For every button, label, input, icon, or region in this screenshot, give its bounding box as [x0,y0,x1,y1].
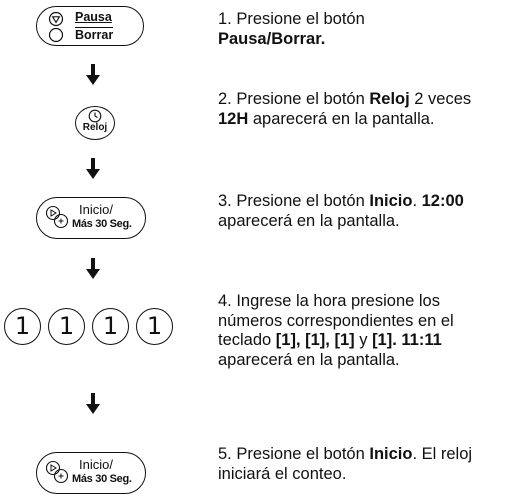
step-4: 4. Ingrese la hora presione los números … [218,292,454,369]
number-key-1[interactable]: 1 [92,308,129,345]
start-button[interactable]: Inicio/ Más 30 Seg. [36,197,146,239]
stop-icon [48,11,64,27]
plus30-label: Más 30 Seg. [72,218,132,230]
clock-button[interactable]: Reloj [75,106,115,140]
step-5: 5. Presione el botón Inicio. El reloj in… [218,445,473,483]
down-arrow-icon [86,393,100,414]
pause-label: Pausa [75,10,112,24]
start-icon [45,460,69,484]
start-label: Inicio/ [79,202,113,217]
step-1: 1. Presione el botón Pausa/Borrar. [218,10,365,48]
pause-clear-button[interactable]: Pausa Borrar [36,6,144,46]
start-label: Inicio/ [79,457,113,472]
clock-label: Reloj [82,122,108,133]
number-key-1[interactable]: 1 [4,308,41,345]
step-3: 3. Presione el botón Inicio. 12:00 apare… [218,192,464,230]
instruction-steps: 1. Presione el botón Pausa/Borrar. 2. Pr… [218,0,506,500]
down-arrow-icon [86,64,100,85]
step-2: 2. Presione el botón Reloj 2 veces 12H a… [218,90,472,128]
plus30-label: Más 30 Seg. [72,473,132,485]
clear-label: Borrar [75,27,114,42]
number-key-1[interactable]: 1 [48,308,85,345]
number-key-1[interactable]: 1 [136,308,173,345]
down-arrow-icon [86,258,100,279]
start-button[interactable]: Inicio/ Más 30 Seg. [36,452,146,494]
clock-icon [88,109,102,123]
start-icon [45,205,69,229]
down-arrow-icon [86,158,100,179]
button-illustrations: Pausa Borrar Reloj Inicio/ Más 30 Seg. 1 [0,0,185,500]
clear-icon [48,27,64,43]
